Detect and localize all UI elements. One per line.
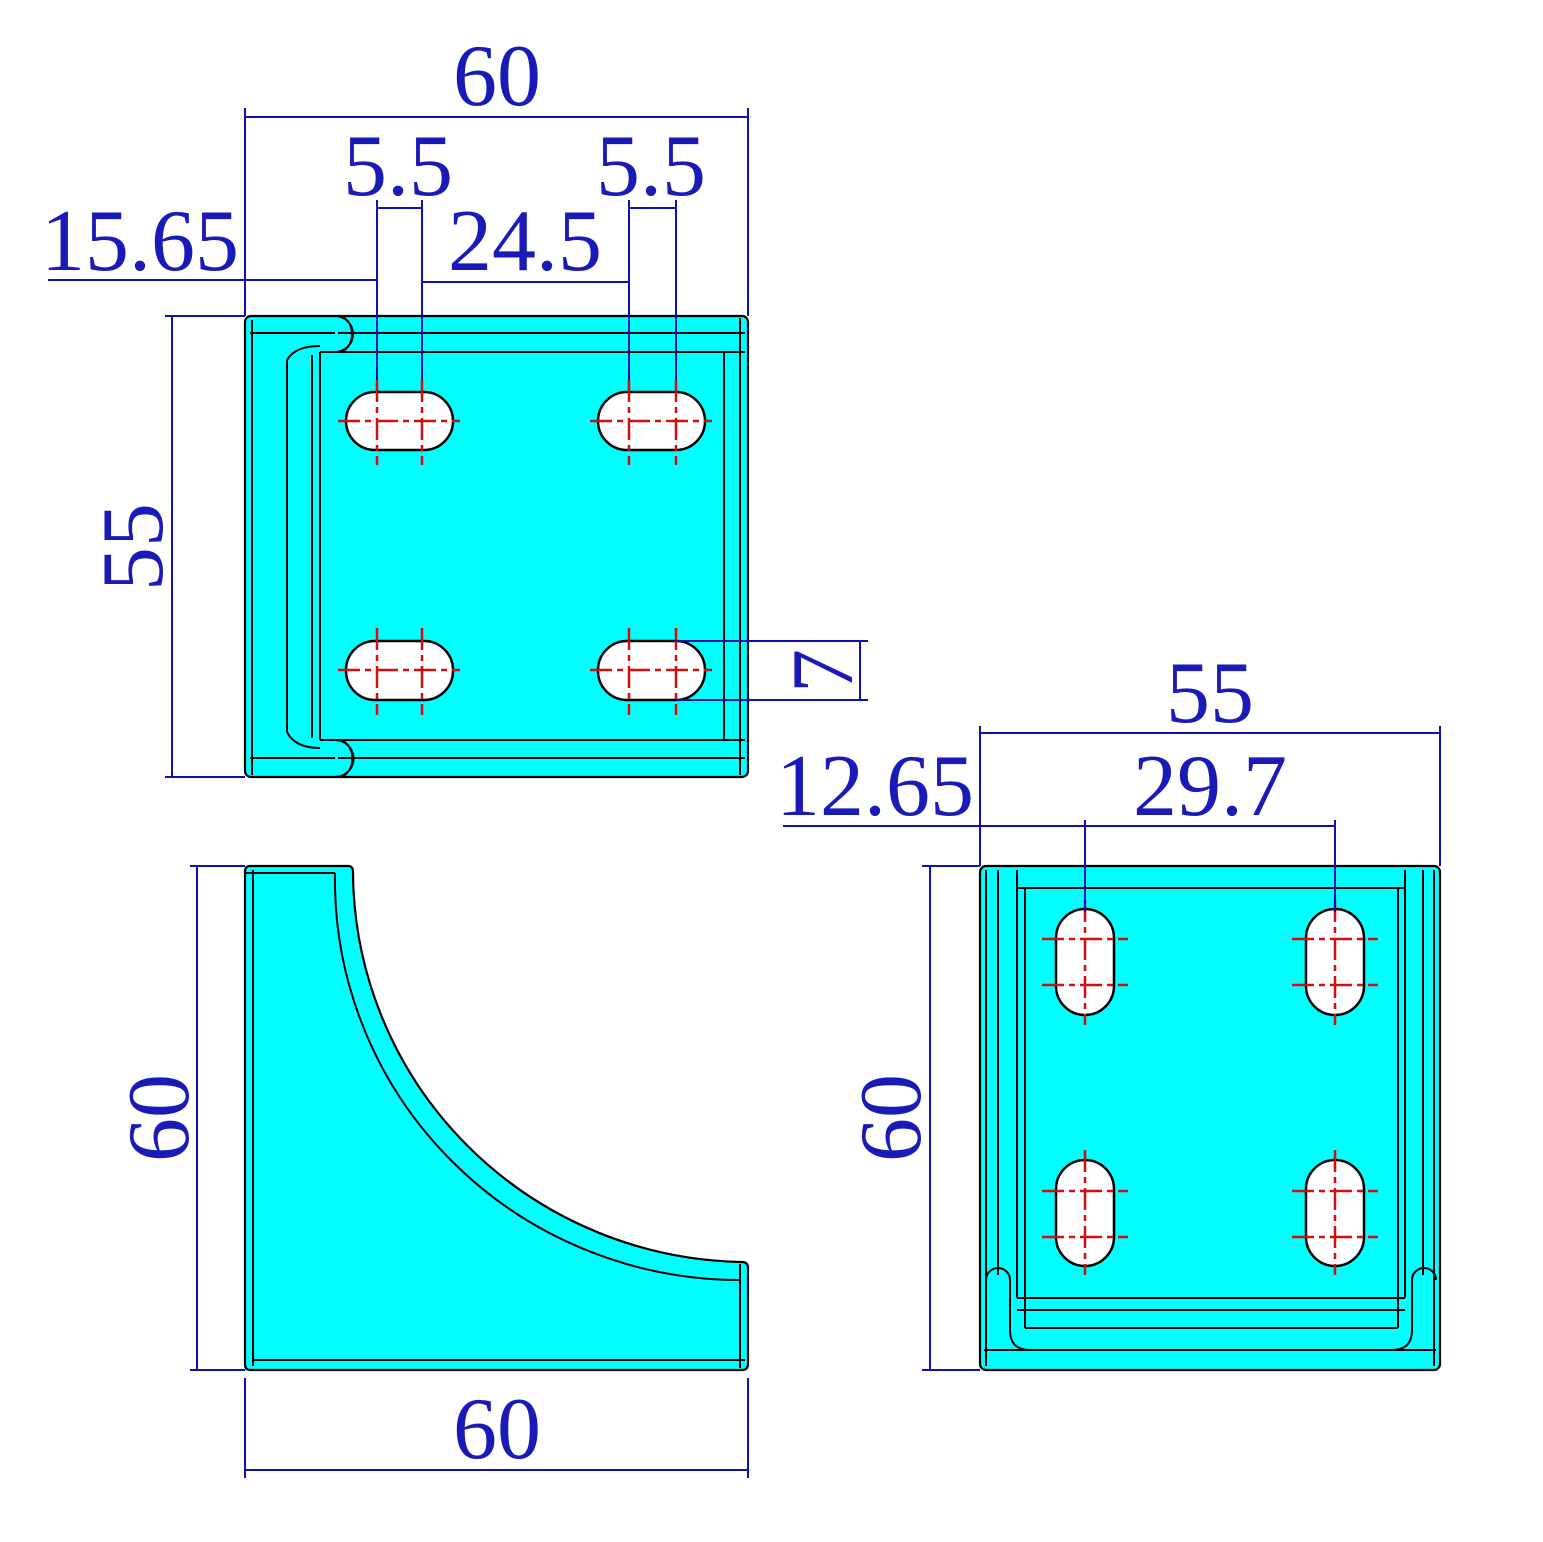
- front-view-edges: [984, 870, 1437, 1366]
- slot: [1054, 907, 1116, 1017]
- front-view-dimension-lines: [783, 726, 1441, 1371]
- slot-centerlines: [338, 380, 712, 715]
- top-view-dimension-lines: [48, 108, 868, 778]
- dim-front-width: 55: [1166, 645, 1254, 742]
- dim-slot-width-right: 5.5: [596, 118, 706, 215]
- dim-top-width: 60: [453, 28, 541, 125]
- slot: [596, 639, 707, 702]
- side-view-dimension-lines: [190, 865, 749, 1478]
- front-view-slots: [1042, 900, 1378, 1275]
- side-view: 60 60: [111, 864, 750, 1478]
- slot: [1304, 1158, 1366, 1268]
- dim-side-height: 60: [111, 1074, 208, 1162]
- front-view: 55 12.65 29.7 60: [776, 645, 1442, 1372]
- side-view-edges: [245, 870, 745, 1368]
- dim-front-slot-spacing: 29.7: [1133, 738, 1287, 835]
- dim-offset-left: 15.65: [41, 193, 239, 290]
- top-view: 60 5.5 5.5 15.65 24.5 55 7: [41, 28, 872, 779]
- slot: [344, 390, 455, 452]
- dim-side-width: 60: [453, 1381, 541, 1478]
- dim-slot-spacing: 24.5: [448, 193, 602, 290]
- slot: [596, 390, 707, 452]
- slot-centerlines: [1042, 900, 1378, 1275]
- slot: [1304, 907, 1366, 1017]
- slot: [344, 639, 455, 702]
- top-view-edges: [250, 315, 745, 778]
- top-view-slots: [338, 380, 712, 715]
- side-view-outline: [243, 864, 750, 1372]
- dim-front-offset: 12.65: [776, 738, 974, 835]
- dim-front-height: 60: [843, 1074, 940, 1162]
- dim-slot-height: 7: [775, 649, 872, 693]
- slot: [1054, 1158, 1116, 1268]
- front-view-outline: [978, 864, 1442, 1372]
- dim-top-height: 55: [85, 503, 182, 591]
- dim-slot-width-left: 5.5: [343, 118, 453, 215]
